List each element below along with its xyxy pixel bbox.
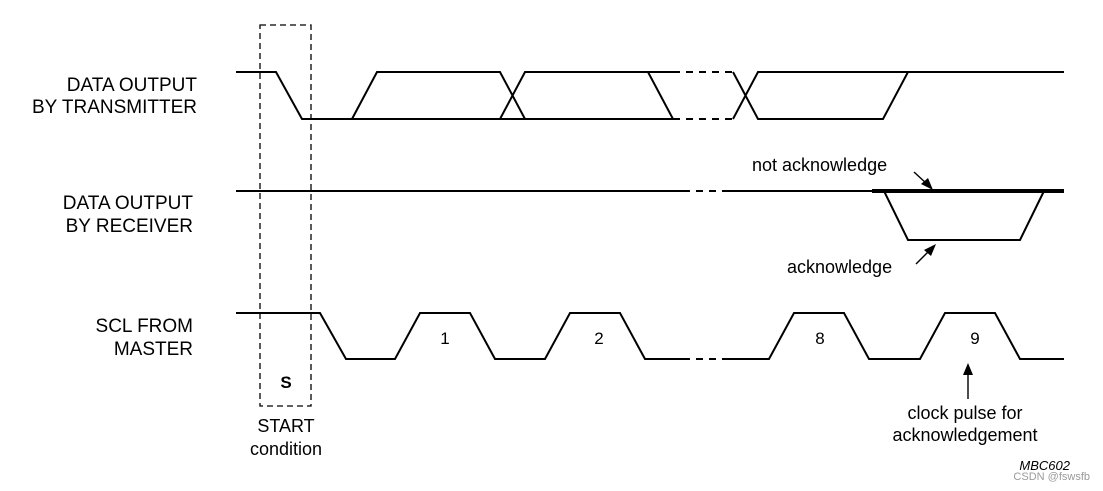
scl-pulses-8-9 xyxy=(724,312,1064,360)
clock-pulse-number: 2 xyxy=(594,329,603,348)
clock-pulse-number: 9 xyxy=(970,329,979,348)
receiver-label-line1: DATA OUTPUT xyxy=(63,193,194,214)
transmitter-start-fall xyxy=(236,71,352,120)
transmitter-bit-1 xyxy=(351,71,527,120)
clock-pulse-number: 1 xyxy=(440,329,449,348)
clock-pulse-label-line1: clock pulse for xyxy=(907,403,1022,423)
transmitter-label-line1: DATA OUTPUT xyxy=(67,75,198,96)
acknowledge-label: acknowledge xyxy=(787,257,892,277)
start-label-line2: condition xyxy=(250,439,322,459)
transmitter-label-line2: BY TRANSMITTER xyxy=(32,97,197,118)
receiver-acknowledge-low xyxy=(883,190,1045,241)
watermark: CSDN @fswsfb xyxy=(1013,471,1090,483)
clock-pulse-number: 8 xyxy=(815,329,824,348)
clock-pulse-label-line2: acknowledgement xyxy=(892,425,1037,445)
not-acknowledge-label: not acknowledge xyxy=(752,155,887,175)
start-s-label: S xyxy=(280,373,291,392)
start-condition-box xyxy=(259,24,312,407)
transmitter-bit-2 xyxy=(499,71,675,120)
scl-label-line1: SCL FROM xyxy=(96,316,193,337)
scl-pulses-1-2 xyxy=(236,312,683,360)
transmitter-bit-8 xyxy=(732,71,910,120)
scl-waveform xyxy=(236,312,1064,360)
figure-code: MBC602 xyxy=(1019,458,1070,473)
receiver-label-line2: BY RECEIVER xyxy=(66,216,193,237)
scl-label-line2: MASTER xyxy=(114,339,193,360)
start-label-line1: START xyxy=(257,416,314,436)
receiver-waveform xyxy=(236,189,1064,241)
transmitter-waveform xyxy=(236,71,1064,120)
